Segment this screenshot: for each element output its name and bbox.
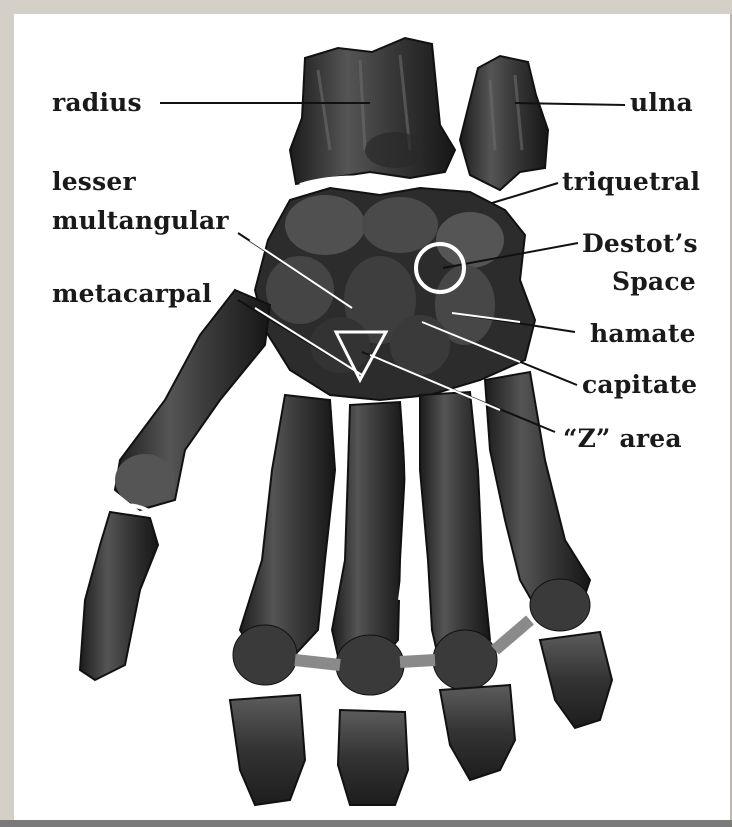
label-destots: Destot’s [582, 230, 698, 258]
label-capitate: capitate [582, 371, 697, 399]
label-z-area: “Z” area [563, 425, 682, 453]
metacarpal-bones [233, 372, 590, 695]
radius-bone [290, 38, 455, 184]
ulna-bone [460, 56, 548, 190]
label-multangular: multangular [52, 207, 229, 235]
label-ulna: ulna [630, 89, 693, 117]
thumb-bones [80, 290, 270, 680]
label-triquetral: triquetral [562, 168, 700, 196]
label-lesser: lesser [52, 168, 136, 196]
label-radius: radius [52, 89, 142, 117]
label-metacarpal: metacarpal [52, 280, 212, 308]
label-hamate: hamate [590, 320, 696, 348]
label-space: Space [612, 268, 696, 296]
